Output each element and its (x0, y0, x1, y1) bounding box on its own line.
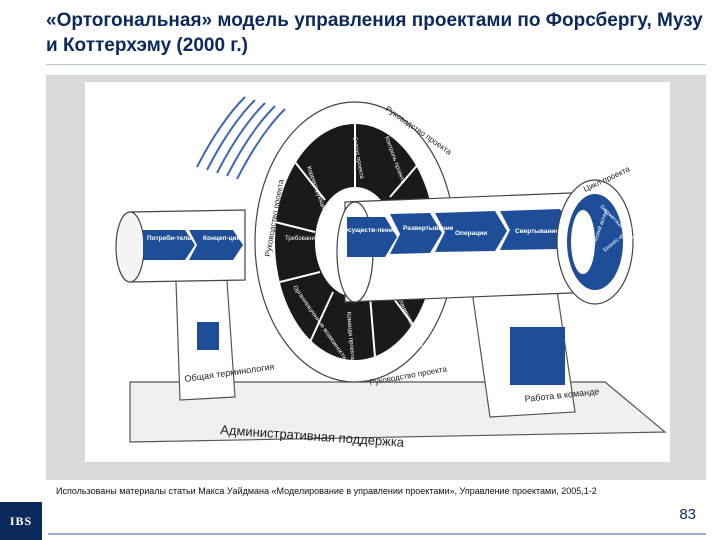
right-label-2: Развертывание (403, 225, 454, 232)
ibs-logo: IBS (0, 502, 42, 540)
wheel-segment-6: Команда проекта (345, 312, 355, 361)
source-caption: Использованы материалы статьи Макса Уайд… (56, 486, 597, 496)
left-arrow-2 (189, 230, 243, 260)
right-label-4: Свертывание (515, 228, 559, 235)
left-support-icon (197, 322, 219, 350)
title-divider (46, 64, 706, 65)
right-arrow-3 (435, 211, 507, 252)
right-label-3: Операции (455, 230, 487, 237)
left-cylinder: Потреби-тель Концеп-ция (115, 209, 246, 283)
right-support-icon (510, 327, 565, 385)
motion-lines (196, 96, 286, 180)
left-label-1: Потреби-тель (147, 234, 191, 242)
right-arrow-4 (500, 209, 572, 250)
footer-rule (48, 533, 706, 535)
slide-title: «Ортогональная» модель управления проект… (46, 10, 703, 56)
left-arrow-1 (143, 230, 195, 260)
page-number: 83 (679, 506, 696, 523)
right-cylinder: Осуществ-ление Развертывание Операции Св… (336, 164, 638, 305)
left-label-2: Концеп-ция (203, 235, 241, 242)
diagram-svg: Административная поддержка Общая термино… (115, 96, 667, 450)
right-arrow-1 (347, 217, 397, 257)
orthogonal-model-diagram: Административная поддержка Общая термино… (85, 82, 670, 462)
right-label-1: Осуществ-ление (343, 227, 397, 234)
wheel-segment-4: Требования к проекту (285, 236, 346, 242)
right-arrow-2 (390, 213, 442, 254)
